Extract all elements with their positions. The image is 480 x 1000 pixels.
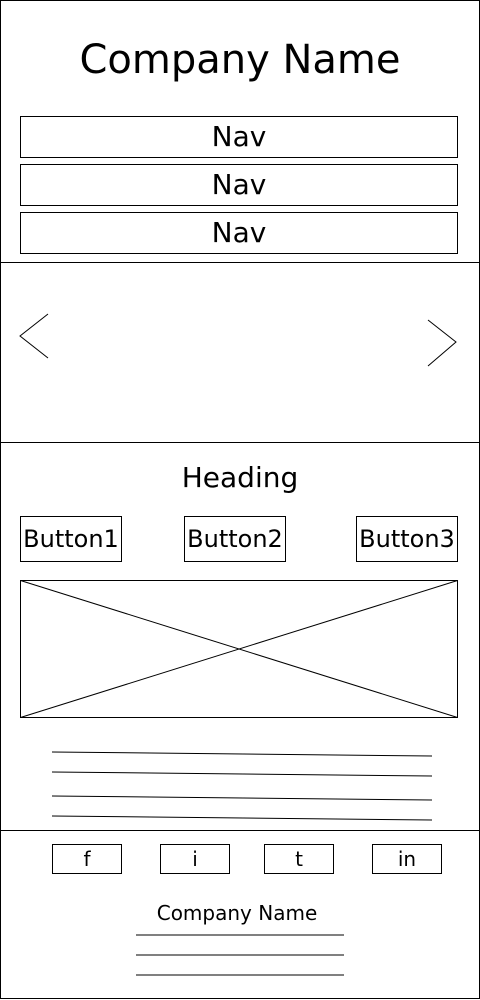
instagram-button[interactable]: i: [160, 844, 230, 874]
carousel-divider: [0, 442, 480, 443]
image-placeholder-icon: [20, 580, 458, 718]
header-divider: [0, 262, 480, 263]
footer-company-name: Company Name: [156, 901, 318, 925]
button-2[interactable]: Button2: [184, 516, 286, 562]
facebook-button[interactable]: f: [52, 844, 122, 874]
button-3[interactable]: Button3: [356, 516, 458, 562]
content-divider: [0, 830, 480, 831]
twitter-button[interactable]: t: [264, 844, 334, 874]
nav-item-1[interactable]: Nav: [20, 116, 458, 158]
company-title: Company Name: [79, 37, 401, 83]
chevron-right-icon[interactable]: [424, 314, 464, 370]
linkedin-button[interactable]: in: [372, 844, 442, 874]
button-1[interactable]: Button1: [20, 516, 122, 562]
footer-placeholder-lines: [136, 934, 344, 976]
section-heading: Heading: [181, 461, 299, 494]
nav-item-2[interactable]: Nav: [20, 164, 458, 206]
text-placeholder-lines: [51, 751, 433, 821]
chevron-left-icon[interactable]: [14, 308, 54, 364]
nav-item-3[interactable]: Nav: [20, 212, 458, 254]
